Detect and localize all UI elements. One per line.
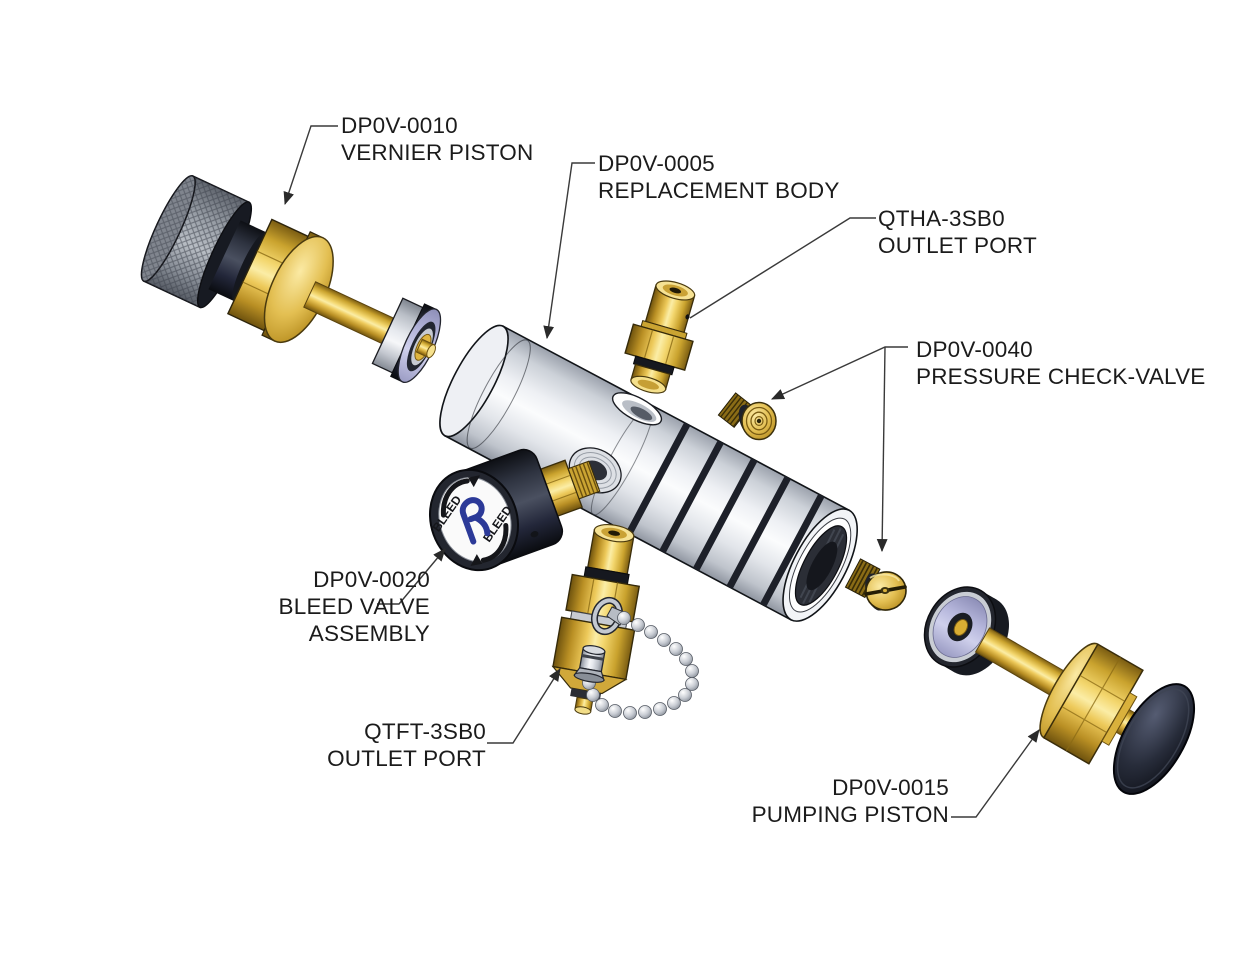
knurl-texture <box>143 175 250 308</box>
callout-replacement-body: DP0V-0005 REPLACEMENT BODY <box>598 150 840 204</box>
part-name: PUMPING PISTON <box>751 802 949 827</box>
knob-back-texture <box>141 175 196 282</box>
leader-replacement-body <box>543 162 595 340</box>
part-name-line2: ASSEMBLY <box>308 621 430 646</box>
part-code: DP0V-0010 <box>341 113 458 138</box>
body-bore <box>782 508 858 622</box>
ralston-instruments-logo <box>459 497 491 545</box>
leader-pumping-piston <box>951 729 1040 818</box>
qtha-stem-end-inner <box>637 379 659 390</box>
bleed-valve-part: BLEED BLEED <box>428 448 601 572</box>
leader-check-valve-lower <box>876 346 888 553</box>
black-spacer <box>208 220 266 302</box>
mushroom-knob-rim <box>1116 688 1190 789</box>
check-valve-lower-face <box>864 571 907 611</box>
callout-bleed-valve-assembly: DP0V-0020 BLEED VALVE ASSEMBLY <box>180 566 430 647</box>
check-valve-lower-threads <box>844 558 881 599</box>
leader-bleed-valve <box>377 548 446 605</box>
leader-check-valve-upper <box>771 346 908 400</box>
part-name: OUTLET PORT <box>327 746 486 771</box>
part-name: REPLACEMENT BODY <box>598 178 840 203</box>
body-seam <box>466 339 531 449</box>
part-code: QTFT-3SB0 <box>364 719 486 744</box>
piston-head-face <box>397 308 442 384</box>
pressure-check-valve-part-upper <box>717 392 777 441</box>
leader-vernier-piston <box>283 125 338 206</box>
qtha-top-face <box>655 280 696 301</box>
callout-outlet-port-qtft: QTFT-3SB0 OUTLET PORT <box>286 718 486 772</box>
leader-outlet-port-qtft <box>487 668 561 744</box>
replacement-body-part <box>439 324 858 622</box>
mushroom-knob-face <box>1112 683 1196 795</box>
part-name: BLEED VALVE <box>278 594 430 619</box>
body-top-port <box>611 392 663 426</box>
part-name: OUTLET PORT <box>878 233 1037 258</box>
part-name: PRESSURE CHECK-VALVE <box>916 364 1206 389</box>
leader-lines <box>283 125 1040 818</box>
qtft-top-face <box>593 523 635 543</box>
part-code: DP0V-0020 <box>313 567 430 592</box>
callout-outlet-port-qtha: QTHA-3SB0 OUTLET PORT <box>878 205 1037 259</box>
qtft-nipple-end <box>574 706 592 715</box>
ball-chain <box>582 611 699 720</box>
part-code: DP0V-0005 <box>598 151 715 176</box>
part-name: VERNIER PISTON <box>341 140 534 165</box>
bleed-threaded-tip <box>567 460 601 500</box>
bleed-hex-facets <box>544 474 577 503</box>
part-code: QTHA-3SB0 <box>878 206 1005 231</box>
callout-pumping-piston: DP0V-0015 PUMPING PISTON <box>749 774 949 828</box>
outlet-port-qtha-part <box>624 280 696 394</box>
dust-cap <box>573 645 606 683</box>
part-code: DP0V-0040 <box>916 337 1033 362</box>
bleed-knob-dimple <box>530 531 539 538</box>
check-valve-upper-face <box>741 401 777 441</box>
pressure-check-valve-part-lower <box>844 558 907 611</box>
qtha-hex-facets <box>643 329 675 365</box>
pump-hex-facets <box>1061 656 1126 752</box>
bleed-direction-arrows <box>440 475 509 566</box>
piston-shaft <box>303 281 395 345</box>
qtha-vent-hole <box>685 314 690 320</box>
callout-pressure-check-valve: DP0V-0040 PRESSURE CHECK-VALVE <box>916 336 1206 390</box>
vernier-piston-part <box>140 174 442 384</box>
pumping-piston-part <box>923 586 1196 795</box>
washer-face <box>923 586 997 668</box>
body-grip-rings <box>625 422 825 607</box>
leader-outlet-port-qtha <box>689 217 876 319</box>
part-code: DP0V-0015 <box>832 775 949 800</box>
callout-vernier-piston: DP0V-0010 VERNIER PISTON <box>341 112 533 166</box>
body-left-cap <box>439 324 509 438</box>
